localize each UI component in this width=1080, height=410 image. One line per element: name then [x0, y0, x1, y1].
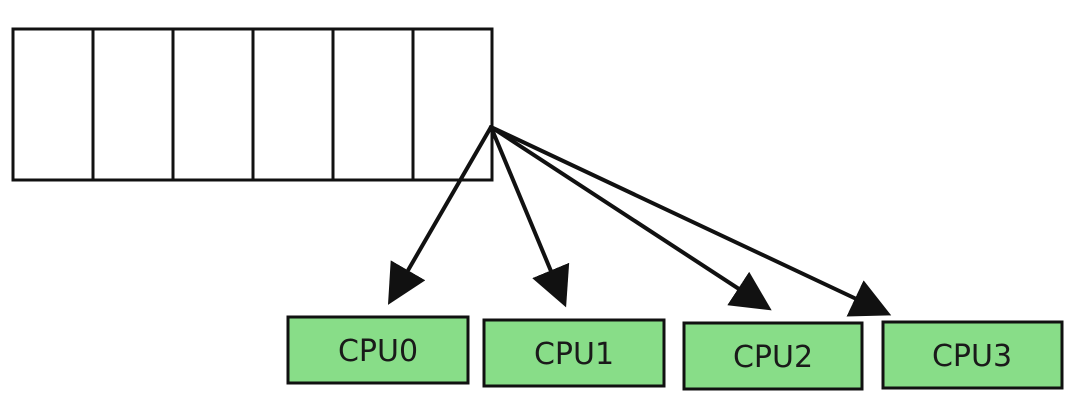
cpu-box: [482, 318, 666, 388]
cpu-label: CPU3: [932, 339, 1012, 374]
cpu-label: CPU2: [733, 340, 813, 375]
cpu-3: CPU3: [881, 320, 1064, 390]
arrow-to-cpu2: [489, 125, 772, 311]
task-queue: [11, 27, 494, 182]
queue-slot: [11, 27, 95, 182]
queue-slot: [91, 27, 175, 182]
cpu-1: CPU1: [482, 318, 666, 388]
arrow-to-cpu3: [489, 125, 892, 317]
cpu-label: CPU0: [338, 334, 418, 369]
arrow-to-cpu0: [387, 125, 493, 305]
cpu-box: [682, 321, 864, 391]
queue-slot: [171, 27, 255, 182]
queue-slot: [251, 27, 335, 182]
cpu-2: CPU2: [682, 321, 864, 391]
dispatch-arrows: [387, 125, 892, 317]
cpu-box: [881, 320, 1064, 390]
arrow-to-cpu1: [489, 125, 570, 308]
cpu-box: [286, 315, 470, 385]
cpu-label: CPU1: [534, 337, 614, 372]
cpu-0: CPU0: [286, 315, 470, 385]
queue-slot: [411, 27, 494, 182]
queue-slot: [331, 27, 415, 182]
